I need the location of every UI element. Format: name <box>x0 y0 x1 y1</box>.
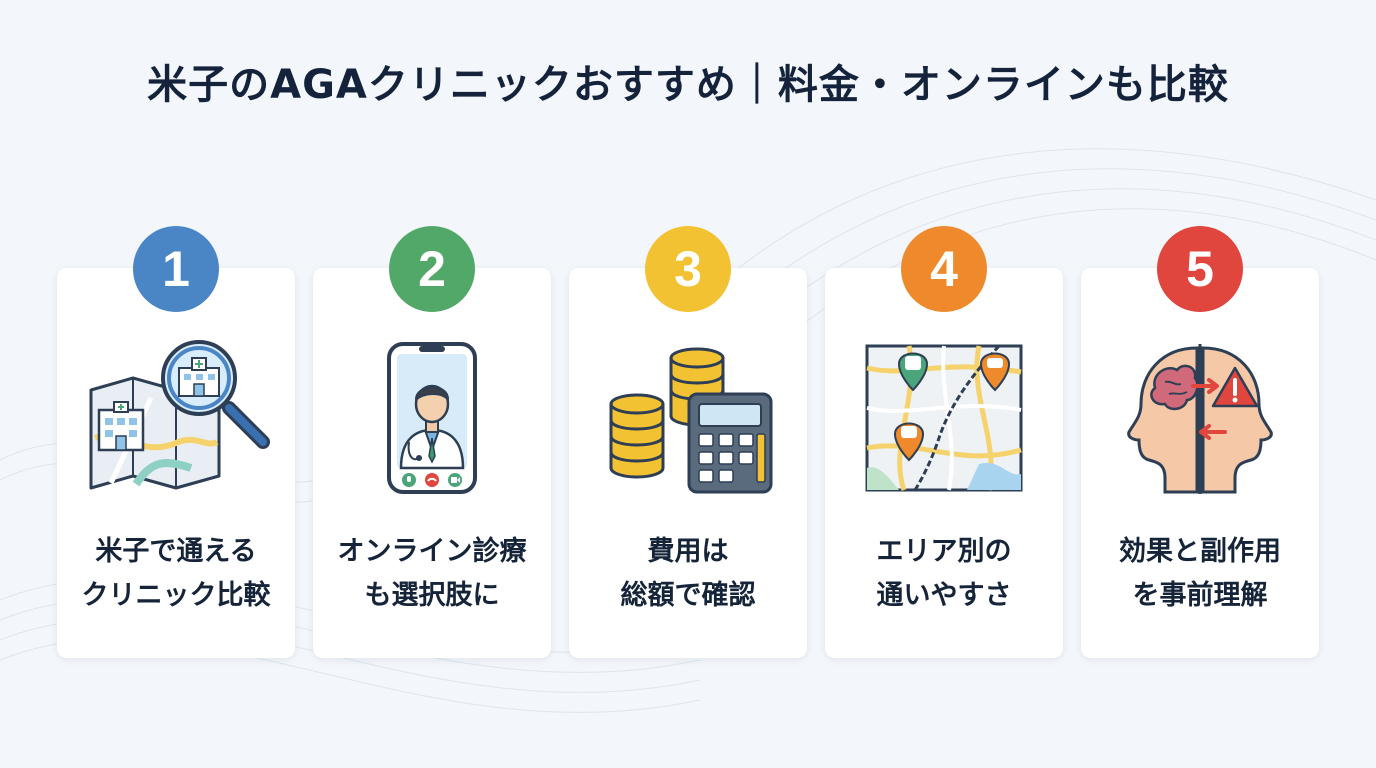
step-number-3: 3 <box>674 241 702 297</box>
card-3-label-line2: 総額で確認 <box>620 580 756 611</box>
card-4: エリア別の 通いやすさ <box>825 268 1063 658</box>
step-badge-2: 2 <box>389 226 475 312</box>
card-2: オンライン診療 も選択肢に <box>313 268 551 658</box>
card-2-label: オンライン診療 も選択肢に <box>313 530 551 618</box>
step-badge-5: 5 <box>1157 226 1243 312</box>
card-1: 米子で通える クリニック比較 <box>57 268 295 658</box>
card-3: 費用は 総額で確認 <box>569 268 807 658</box>
card-4-label-line2: 通いやすさ <box>876 580 1012 611</box>
map-clinic-search-icon <box>89 340 270 490</box>
step-number-5: 5 <box>1186 241 1214 297</box>
area-map-pins-icon <box>865 344 1023 492</box>
card-2-label-line1: オンライン診療 <box>337 536 527 567</box>
card-5-label-line2: を事前理解 <box>1132 580 1268 611</box>
coins-calculator-icon <box>609 347 773 494</box>
page-title: 米子のAGAクリニックおすすめ｜料金・オンラインも比較 <box>147 62 1229 108</box>
card-5-label: 効果と副作用 を事前理解 <box>1081 530 1319 618</box>
step-badge-1: 1 <box>133 226 219 312</box>
card-5: 効果と副作用 を事前理解 <box>1081 268 1319 658</box>
step-number-2: 2 <box>418 241 446 297</box>
step-number-4: 4 <box>930 241 958 297</box>
step-number-1: 1 <box>162 241 190 297</box>
card-4-label-line1: エリア別の <box>876 536 1012 567</box>
card-3-label: 費用は 総額で確認 <box>569 530 807 618</box>
smartphone-doctor-video-call-icon <box>387 342 477 494</box>
card-2-label-line2: も選択肢に <box>364 580 500 611</box>
card-1-label: 米子で通える クリニック比較 <box>57 530 295 618</box>
card-1-label-line1: 米子で通える <box>95 536 257 567</box>
card-1-label-line2: クリニック比較 <box>81 580 271 611</box>
step-badge-3: 3 <box>645 226 731 312</box>
step-badge-4: 4 <box>901 226 987 312</box>
head-brain-warning-icon <box>1127 344 1273 494</box>
card-3-label-line1: 費用は <box>647 536 729 567</box>
card-4-label: エリア別の 通いやすさ <box>825 530 1063 618</box>
card-5-label-line1: 効果と副作用 <box>1119 536 1281 567</box>
